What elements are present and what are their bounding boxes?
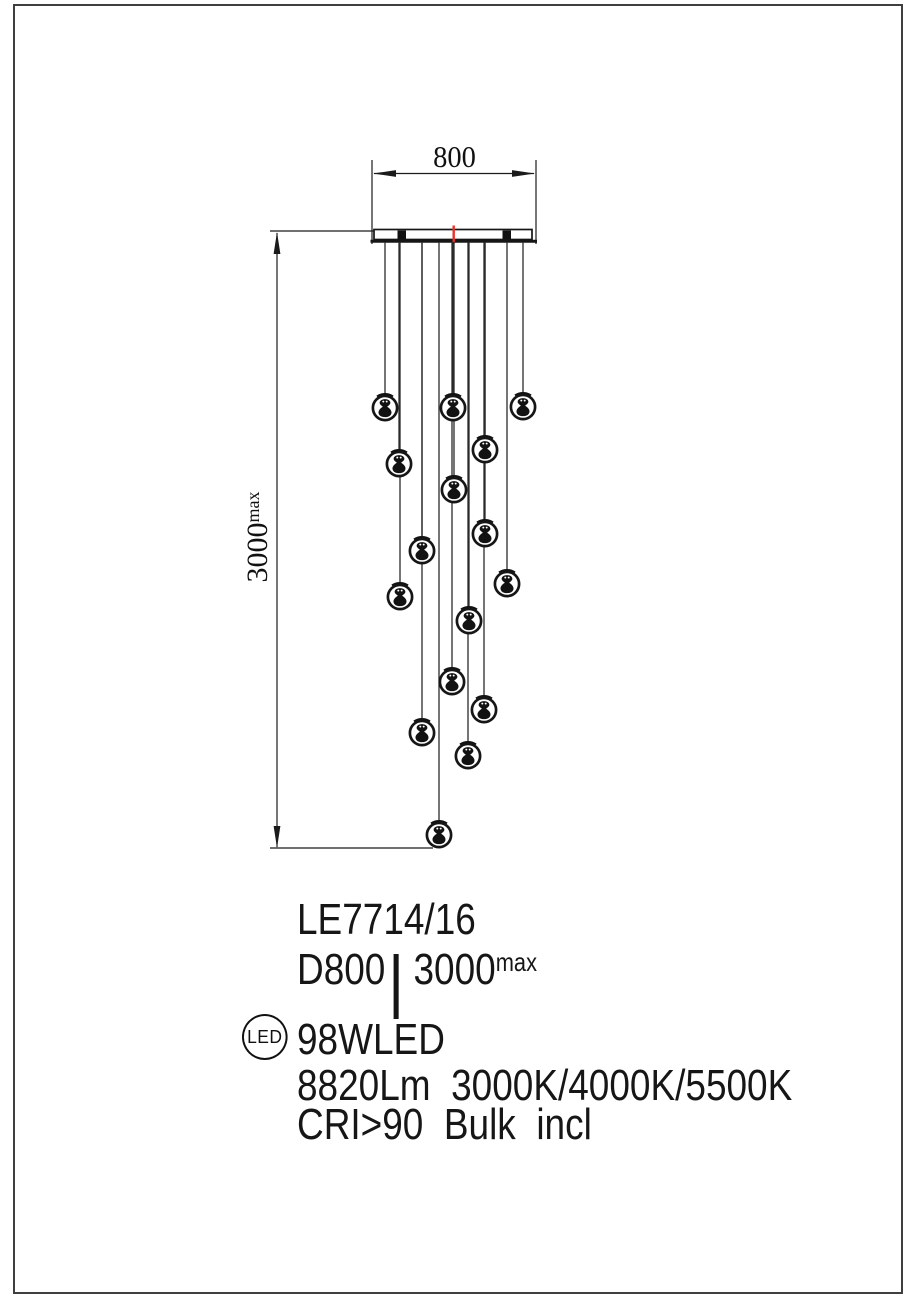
pendant-ball [442,477,466,502]
pendant-ball [473,521,497,546]
height-dimension [270,230,433,849]
power-rating: 98WLED [297,1015,445,1064]
height-dimension-suffix: max [243,491,263,523]
mount-point-left [397,230,406,240]
diameter-value: D800 [297,945,386,994]
pendant-ball [373,395,397,420]
page-border [13,4,903,1294]
pendant-ball [511,394,535,419]
ceiling-canopy [370,225,537,244]
lumens-color-temp-line: 8820Lm 3000K/4000K/5500K [297,1061,793,1110]
arrow-left-icon [373,170,396,177]
pendant-ball [388,584,412,609]
width-dimension-label: 800 [433,139,476,174]
divider-bar [393,954,399,1019]
pendant-ball [495,571,519,596]
led-badge-icon: LED [242,1014,288,1060]
drop-value: 3000max [413,945,537,994]
pendant-cords [384,242,524,824]
size-line: D800 3000max [297,948,537,1019]
pendant-ball [441,395,465,420]
drop-suffix: max [495,947,537,977]
height-dimension-label: 3000max [241,492,275,583]
pendant-ball [427,822,451,847]
arrow-up-icon [273,232,281,254]
width-dimension [371,160,537,244]
pendant-ball [410,720,434,745]
cri-bulb-line: CRI>90 Bulk incl [297,1100,592,1149]
arrow-right-icon [512,170,535,177]
pendant-ball [440,669,464,694]
pendant-ball [457,608,481,633]
model-number: LE7714/16 [297,895,476,944]
height-dimension-value: 3000 [241,522,274,583]
pendant-ball [456,743,480,768]
pendant-ball [472,697,496,722]
arrow-down-icon [273,826,281,848]
pendant-ball [410,538,434,563]
mount-point-right [502,230,511,240]
pendant-ball [387,451,411,476]
pendant-ball [473,437,497,462]
